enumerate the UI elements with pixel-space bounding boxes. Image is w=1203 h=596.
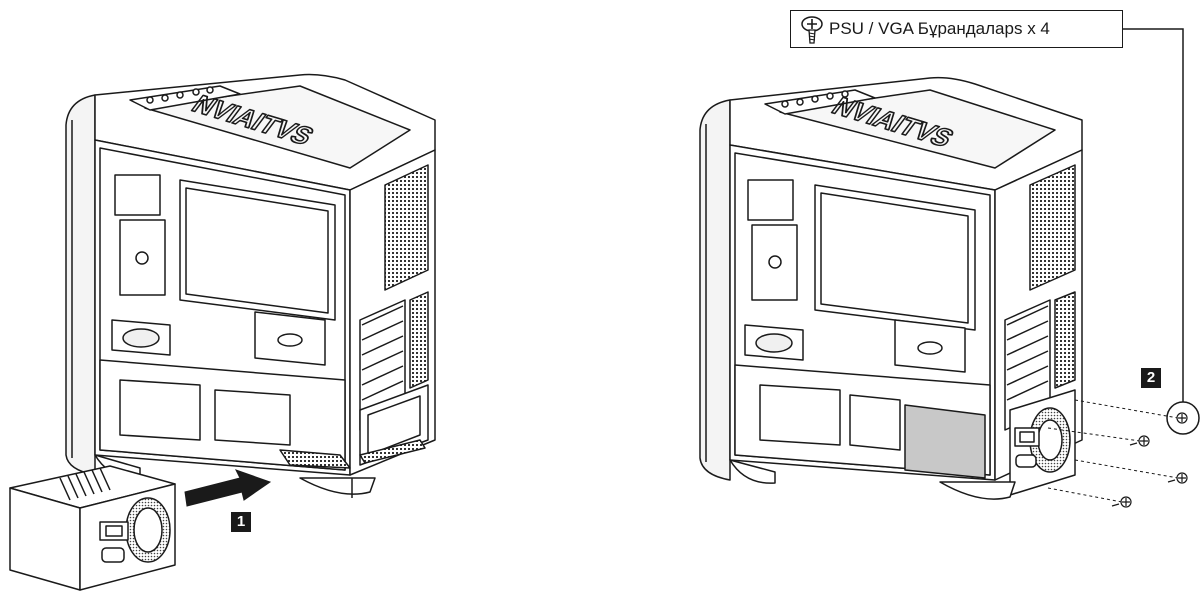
screw-guides bbox=[1047, 399, 1179, 503]
case-left: NVIAITVS bbox=[65, 73, 436, 498]
screw-icon bbox=[801, 16, 823, 44]
screw-callout: PSU / VGA Бұрандаларs x 4 bbox=[790, 10, 1123, 48]
screw-icon bbox=[1176, 412, 1188, 424]
callout-leader bbox=[1123, 28, 1184, 402]
psu-unit bbox=[9, 465, 176, 591]
insert-arrow bbox=[184, 469, 272, 507]
screw-icon bbox=[1129, 435, 1150, 447]
step-badge-1: 1 bbox=[231, 512, 251, 532]
screw-icon bbox=[1167, 472, 1188, 484]
screw-icon bbox=[1111, 496, 1132, 508]
step-badge-2: 2 bbox=[1141, 368, 1161, 388]
case-right: NVIAITVS bbox=[699, 76, 1083, 500]
callout-label: PSU / VGA Бұрандаларs x 4 bbox=[829, 19, 1050, 38]
